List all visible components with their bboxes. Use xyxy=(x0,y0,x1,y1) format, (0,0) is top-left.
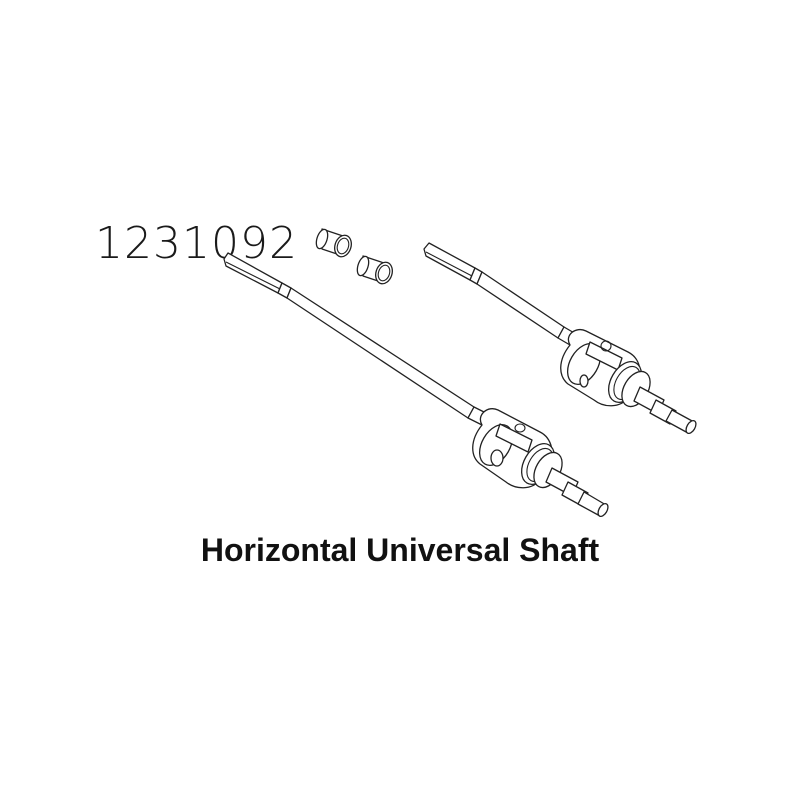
part-number-label: 1231092 xyxy=(95,218,298,269)
bushing-sleeve-1-icon xyxy=(315,228,352,258)
short-universal-shaft-icon xyxy=(423,242,697,435)
diagram-caption: Horizontal Universal Shaft xyxy=(200,532,600,568)
long-universal-shaft-icon xyxy=(223,252,609,518)
bushing-sleeve-2-icon xyxy=(356,255,393,285)
